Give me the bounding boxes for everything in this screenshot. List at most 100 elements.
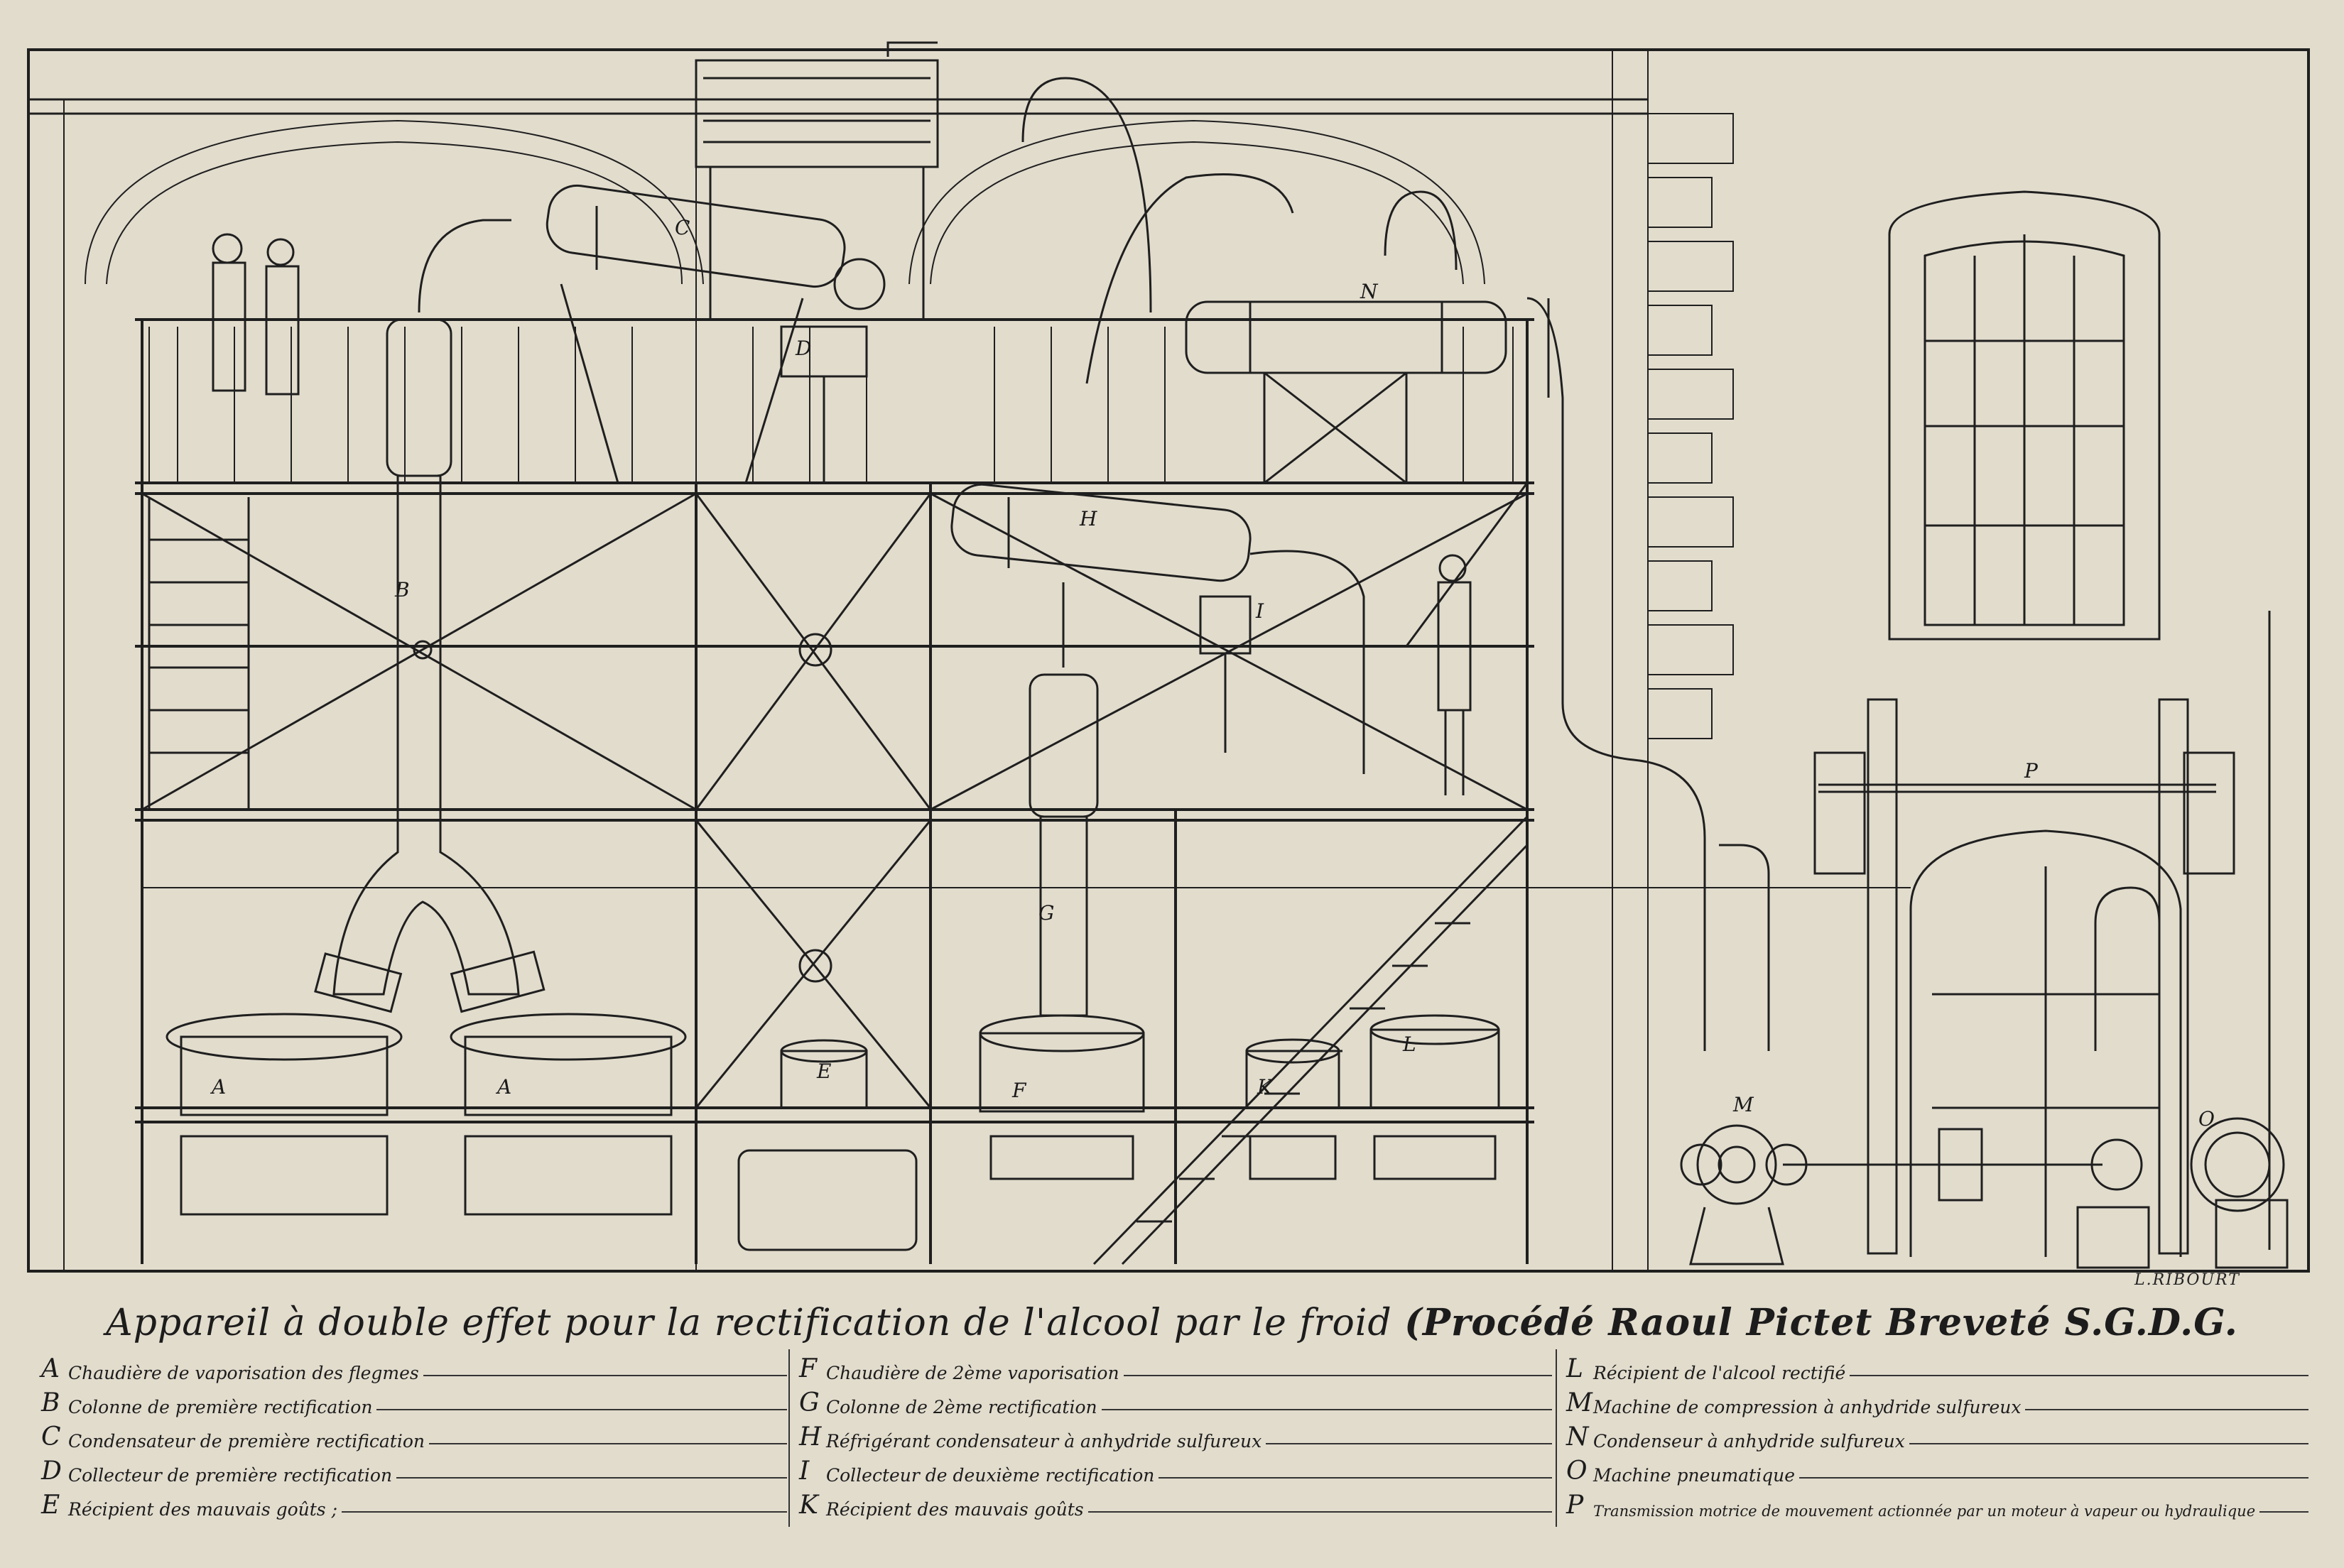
label-K: K <box>1257 1075 1274 1099</box>
tank-A-left <box>166 952 403 1216</box>
label-F: F <box>1011 1079 1027 1102</box>
legend-rule <box>1850 1375 2308 1376</box>
label-A-left: A <box>210 1075 226 1099</box>
legend-item-B: B Colonne de première rectification <box>41 1383 787 1417</box>
legend-item-K: K Récipient des mauvais goûts <box>799 1486 1552 1520</box>
stone-quoins <box>1647 113 1734 739</box>
label-P: P <box>2024 759 2039 783</box>
staircase <box>1092 482 1529 1265</box>
column-B <box>332 219 520 996</box>
legend-rule <box>376 1409 787 1410</box>
label-M: M <box>1732 1093 1754 1116</box>
label-H: H <box>1079 507 1097 530</box>
legend-item-N: N Condenseur à anhydride sulfureux <box>1566 1417 2308 1452</box>
legend-item-E: E Récipient des mauvais goûts ; <box>41 1486 787 1520</box>
label-A-right: A <box>495 1075 511 1099</box>
legend-text: Condensateur de première rectification <box>68 1431 425 1452</box>
legend-text: Récipient des mauvais goûts <box>826 1499 1084 1520</box>
legend-item-M: M Machine de compression à anhydride sul… <box>1566 1383 2308 1417</box>
condenser-C <box>546 184 886 484</box>
legend-text: Récipient de l'alcool rectifié <box>1593 1363 1846 1383</box>
machine-M <box>1680 1124 2102 1265</box>
legend-text: Réfrigérant condensateur à anhydride sul… <box>826 1431 1262 1452</box>
legend-item-H: H Réfrigérant condensateur à anhydride s… <box>799 1417 1552 1452</box>
label-D: D <box>795 337 811 360</box>
legend-key: P <box>1566 1491 1584 1520</box>
label-O: O <box>2198 1107 2215 1131</box>
legend-text: Condenseur à anhydride sulfureux <box>1593 1431 1905 1452</box>
receiver-L <box>1369 1014 1500 1180</box>
machine-O <box>2076 1117 2289 1269</box>
arch-right <box>908 119 1485 285</box>
label-B: B <box>394 578 410 601</box>
collector-D <box>780 325 868 483</box>
label-E: E <box>816 1060 831 1083</box>
legend-key: M <box>1566 1388 1592 1417</box>
legend-text: Transmission motrice de mouvement action… <box>1593 1503 2256 1520</box>
legend-text: Chaudière de vaporisation des flegmes <box>68 1363 419 1383</box>
legend-key: K <box>799 1491 818 1520</box>
apparatus-drawing: A A B C D E F G H I K L M N O P <box>27 41 2310 1273</box>
legend-column-2: F Chaudière de 2ème vaporisation G Colon… <box>799 1349 1552 1534</box>
legend-rule <box>1159 1477 1552 1479</box>
transmission-P <box>1813 611 2271 1255</box>
legend-item-O: O Machine pneumatique <box>1566 1452 2308 1486</box>
legend-text: Machine pneumatique <box>1593 1465 1795 1486</box>
condenser-N <box>1185 300 1507 484</box>
legend-key: N <box>1566 1422 1589 1452</box>
trough <box>737 1149 918 1251</box>
plate-title: Appareil à double effet pour la rectific… <box>0 1301 2344 1344</box>
legend-rule <box>342 1511 787 1513</box>
legend-key: C <box>41 1422 61 1452</box>
legend-rule <box>1087 1511 1552 1513</box>
legend-key: I <box>799 1457 810 1486</box>
lower-window <box>1909 829 2182 1257</box>
legend-key: A <box>41 1354 60 1383</box>
legend-key: E <box>41 1491 60 1520</box>
label-N: N <box>1360 280 1379 303</box>
pipes <box>142 41 2161 1079</box>
label-G: G <box>1038 901 1054 925</box>
legend-key: O <box>1566 1457 1588 1486</box>
legend-separator-2 <box>1556 1349 1557 1527</box>
boiler-F <box>979 1014 1145 1180</box>
receiver-K <box>1245 1038 1340 1180</box>
receiver-E <box>780 1039 868 1109</box>
legend-key: L <box>1566 1354 1583 1383</box>
legend-rule <box>1101 1409 1552 1410</box>
legend-key: G <box>799 1388 820 1417</box>
upper-window <box>1888 190 2161 641</box>
legend-text: Machine de compression à anhydride sulfu… <box>1593 1397 2022 1417</box>
legend-rule <box>1909 1443 2308 1444</box>
legend-key: H <box>799 1422 822 1452</box>
legend-item-C: C Condensateur de première rectification <box>41 1417 787 1452</box>
roof-cooler <box>695 59 939 320</box>
tank-A-right <box>450 950 687 1216</box>
legend-text: Récipient des mauvais goûts ; <box>68 1499 337 1520</box>
label-L: L <box>1402 1033 1416 1056</box>
legend-item-F: F Chaudière de 2ème vaporisation <box>799 1349 1552 1383</box>
legend-rule <box>429 1443 787 1444</box>
label-I: I <box>1255 599 1264 623</box>
legend-text: Collecteur de deuxième rectification <box>826 1465 1155 1486</box>
legend-text: Colonne de 2ème rectification <box>826 1397 1097 1417</box>
engraver-signature: L.RIBOURT <box>2134 1271 2240 1289</box>
legend-rule <box>1123 1375 1552 1376</box>
legend-rule <box>396 1477 787 1479</box>
legend-key: D <box>41 1457 62 1486</box>
ladder <box>148 497 250 810</box>
legend-key: F <box>799 1354 817 1383</box>
legend-text: Chaudière de 2ème vaporisation <box>826 1363 1119 1383</box>
top-railing <box>148 327 1514 483</box>
legend-separator-1 <box>788 1349 790 1527</box>
drawing-frame <box>27 48 2310 1273</box>
legend-rule <box>2025 1409 2308 1410</box>
arch-left <box>85 119 704 285</box>
legend-item-G: G Colonne de 2ème rectification <box>799 1383 1552 1417</box>
collector-I <box>1199 595 1252 753</box>
legend-text: Collecteur de première rectification <box>68 1465 393 1486</box>
legend-column-1: A Chaudière de vaporisation des flegmes … <box>41 1349 787 1534</box>
legend-rule <box>2259 1511 2308 1513</box>
legend-column-3: L Récipient de l'alcool rectifié M Machi… <box>1566 1349 2308 1534</box>
